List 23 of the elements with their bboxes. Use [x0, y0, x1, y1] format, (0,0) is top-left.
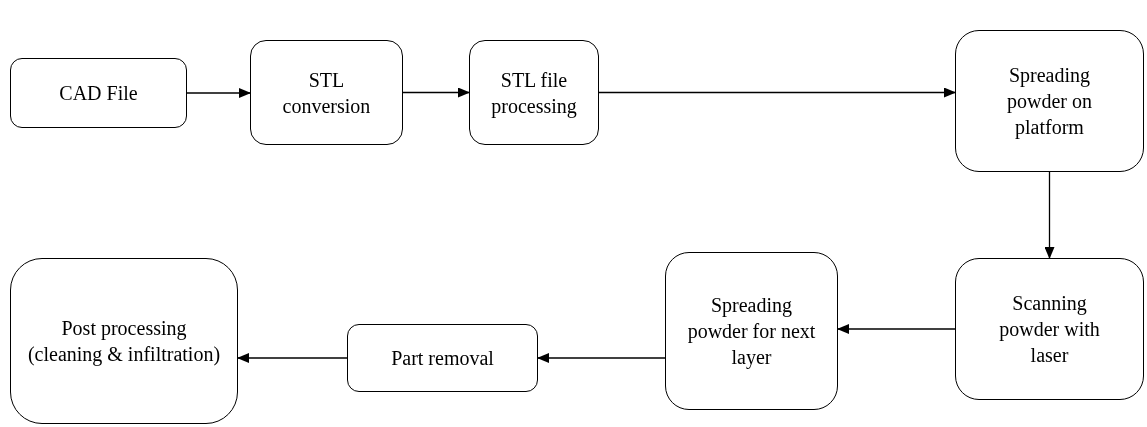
- box-label: CAD File: [59, 81, 138, 106]
- process-box: [10, 58, 187, 128]
- process-box: [469, 40, 599, 145]
- box-label: Part removal: [391, 346, 494, 371]
- process-box: [347, 324, 538, 392]
- process-box: [665, 252, 838, 410]
- box-label: Spreading powder on platform: [1006, 63, 1093, 140]
- arrow: [598, 87, 956, 98]
- arrow: [237, 353, 348, 363]
- process-box: [955, 258, 1144, 400]
- box-label: Spreading powder for next layer: [686, 293, 817, 370]
- process-box: [10, 258, 238, 424]
- box-label: STL file processing: [490, 67, 578, 119]
- arrow: [186, 88, 251, 98]
- box-label: STL conversion: [281, 67, 372, 119]
- process-box: [250, 40, 403, 145]
- arrow: [402, 87, 470, 98]
- arrow: [837, 324, 956, 334]
- box-label: Post processing (cleaning & infiltration): [26, 316, 222, 367]
- process-box: [955, 30, 1144, 172]
- box-label: Scanning powder with laser: [998, 291, 1101, 368]
- arrow: [1044, 171, 1055, 259]
- arrow: [537, 353, 666, 363]
